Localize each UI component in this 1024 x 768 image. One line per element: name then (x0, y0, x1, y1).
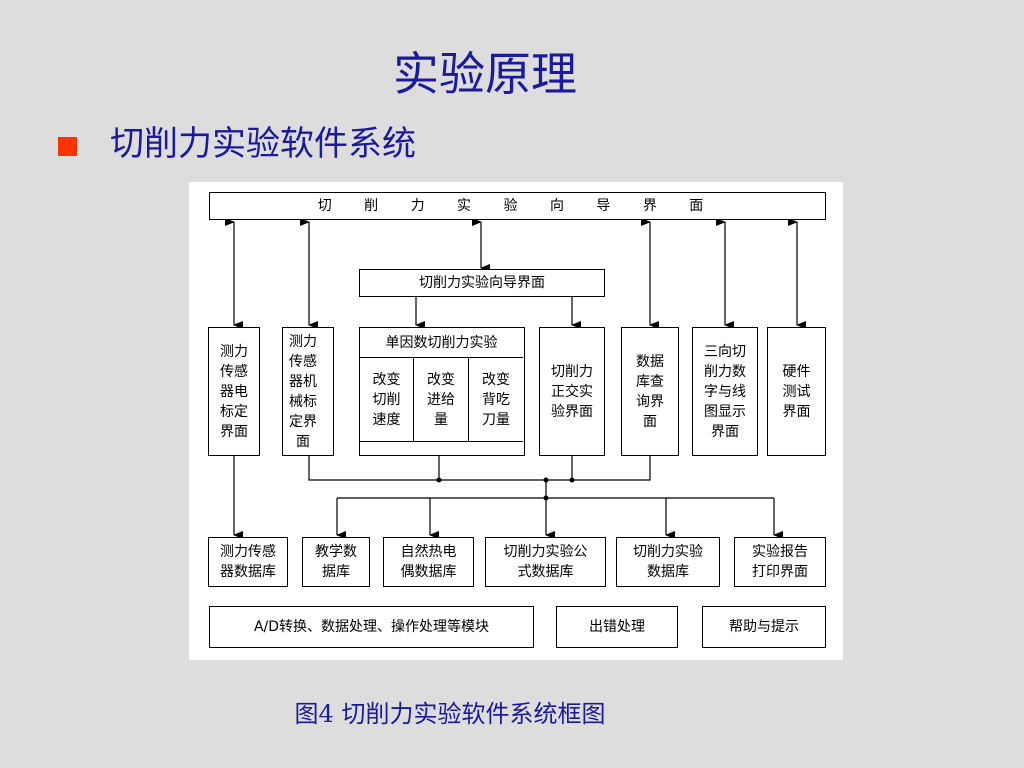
junction-dot (543, 477, 549, 483)
teaching-database: 教学数 据库 (302, 537, 370, 587)
report-print-module: 实验报告 打印界面 (734, 537, 826, 587)
orthogonal-module: 切削力 正交实 验界面 (539, 327, 605, 456)
graph-display-module: 三向切 削力数 字与线 图显示 界面 (692, 327, 758, 456)
single-factor-module: 单因数切削力实验 改变 切削 速度 改变 进给 量 改变 背吃 刀量 (359, 327, 525, 456)
ad-processing-module: A/D转换、数据处理、操作处理等模块 (209, 606, 534, 648)
hardware-test-module: 硬件 测试 界面 (767, 327, 826, 456)
slide-title: 实验原理 (393, 47, 577, 101)
help-module: 帮助与提示 (702, 606, 826, 648)
change-feed: 改变 进给 量 (414, 358, 469, 442)
change-speed: 改变 切削 速度 (360, 358, 414, 442)
experiment-database: 切削力实验 数据库 (616, 537, 720, 587)
figure-caption: 图4 切削力实验软件系统框图 (294, 700, 606, 728)
formula-database: 切削力实验公 式数据库 (485, 537, 606, 587)
bullet-square-icon (58, 137, 77, 156)
single-factor-title: 单因数切削力实验 (360, 328, 523, 358)
thermocouple-database: 自然热电 偶数据库 (383, 537, 474, 587)
junction-dot (543, 495, 549, 501)
bullet-text: 切削力实验软件系统 (110, 124, 416, 164)
junction-dot (436, 477, 442, 483)
sensor-database: 测力传感 器数据库 (208, 537, 288, 587)
error-handling-module: 出错处理 (556, 606, 678, 648)
wizard-bar: 切 削 力 实 验 向 导 界 面 (209, 192, 826, 220)
sub-wizard-box: 切削力实验向导界面 (359, 269, 605, 297)
connector-lines (225, 218, 806, 539)
calibration-module: 测力 传感 器电 标定 界面 (208, 327, 260, 456)
db-query-module: 数据 库查 询界 面 (621, 327, 679, 456)
change-depth: 改变 背吃 刀量 (469, 358, 523, 442)
bus-mechanical (308, 456, 651, 481)
block-diagram: 切 削 力 实 验 向 导 界 面 切削力实验向导界面 测力 传感 器电 标定 … (189, 182, 843, 660)
mechanical-module: 测力 传感 器机 械标 定界 面 (282, 327, 334, 456)
junction-dot (569, 477, 575, 483)
